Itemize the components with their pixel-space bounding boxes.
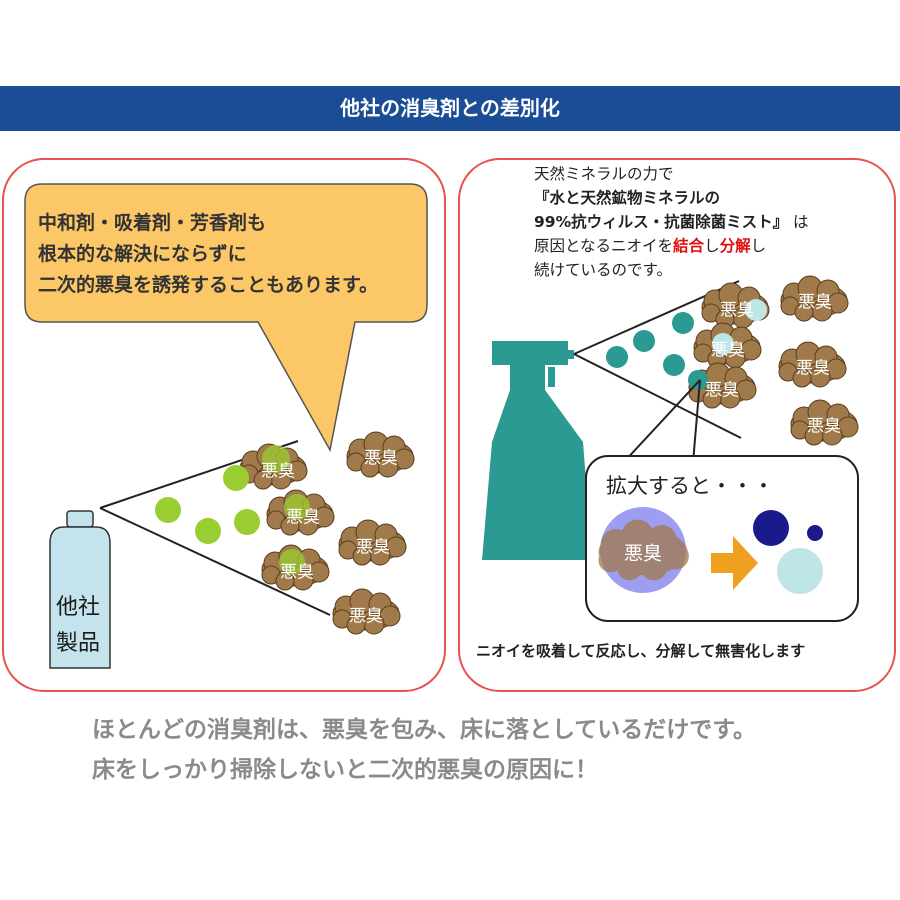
intro-line-4: 原因となるニオイを結合し分解し [534, 234, 809, 258]
intro-line-4-mid: し [704, 237, 720, 255]
footer-text: ほとんどの消臭剤は、悪臭を包み、床に落としているだけです。 床をしっかり掃除しな… [92, 710, 756, 790]
odor-label: 悪臭 [364, 448, 398, 469]
zoom-pointer [622, 379, 701, 464]
odor-label: 悪臭 [807, 416, 841, 437]
intro-line-4-post: し [750, 237, 767, 255]
bubble-line-1: 中和剤・吸着剤・芳香剤も [38, 212, 267, 234]
footer-line-1: ほとんどの消臭剤は、悪臭を包み、床に落としているだけです。 [92, 717, 757, 743]
odor-label: 悪臭 [798, 292, 832, 313]
bottle-label: 他社 製品 [56, 590, 100, 662]
intro-line-4-pre: 原因となるニオイを [534, 237, 674, 255]
highlight-bind: 結合 [673, 237, 705, 255]
right-intro-text: 天然ミネラルの力で 『水と天然鉱物ミネラルの 99%抗ウィルス・抗菌除菌ミスト』… [534, 162, 809, 282]
zoom-title: 拡大すると・・・ [606, 474, 774, 498]
odor-label: 悪臭 [261, 461, 295, 482]
teal-particles [606, 299, 767, 390]
bubble-line-3: 二次的悪臭を誘発することもあります。 [38, 274, 379, 296]
banner-title: 他社の消臭剤との差別化 [0, 86, 900, 131]
odor-label: 悪臭 [796, 358, 830, 379]
odor-label: 悪臭 [705, 380, 739, 401]
odor-label: 悪臭 [280, 562, 314, 583]
zoom-odor-label: 悪臭 [623, 542, 663, 565]
decomposed-particles [753, 510, 823, 594]
bubble-line-2: 根本的な解決にならずに [38, 243, 247, 265]
arrow-icon [711, 536, 758, 590]
speech-bubble [24, 183, 428, 453]
odor-label: 悪臭 [286, 507, 320, 528]
highlight-decompose: 分解 [719, 237, 751, 255]
intro-line-2: 『水と天然鉱物ミネラルの [534, 189, 721, 207]
intro-line-3: 99%抗ウィルス・抗菌除菌ミスト』 は [534, 210, 809, 234]
intro-line-3-suffix: は [793, 213, 809, 231]
odor-label: 悪臭 [711, 340, 745, 361]
spray-bottle [482, 341, 592, 560]
intro-line-1: 天然ミネラルの力で [534, 165, 674, 183]
zoom-odor [598, 507, 689, 593]
right-caption: ニオイを吸着して反応し、分解して無害化します [476, 642, 806, 660]
green-particles [155, 445, 310, 575]
footer-line-2: 床をしっかり掃除しないと二次的悪臭の原因に！ [92, 757, 598, 783]
other-bottle [49, 510, 111, 669]
bottle-label-line-2: 製品 [56, 631, 101, 656]
odor-label: 悪臭 [720, 300, 754, 321]
odor-label: 悪臭 [349, 606, 383, 627]
intro-line-5: 続けているのです。 [534, 261, 672, 279]
speech-bubble-text: 中和剤・吸着剤・芳香剤も 根本的な解決にならずに 二次的悪臭を誘発することもあり… [38, 208, 378, 301]
bottle-label-line-1: 他社 [56, 595, 101, 620]
odor-label: 悪臭 [356, 537, 390, 558]
intro-line-3-main: 99%抗ウィルス・抗菌除菌ミスト』 [534, 213, 789, 231]
